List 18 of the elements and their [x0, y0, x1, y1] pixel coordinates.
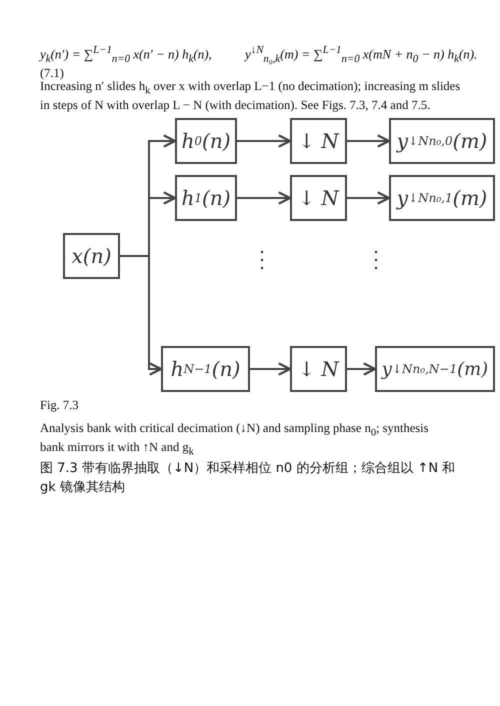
figure-label: Fig. 7.3: [40, 398, 80, 414]
equation-number: (7.1): [40, 66, 65, 82]
block-box: ↓ N: [290, 175, 347, 221]
arrow: [347, 134, 390, 148]
arrow: [120, 255, 162, 376]
caption-text: 图 7.3 带有临界抽取（↓N）和采样相位 n0 的分析组；综合组以 ↑N 和 gk 镜像其结构: [40, 460, 456, 497]
arrow: [347, 362, 376, 376]
arrow: [237, 191, 292, 205]
block-box: ↓ N: [290, 346, 347, 392]
block-box: ↓ N: [290, 118, 347, 164]
caption-text: Analysis bank with critical decimation (↓N) and sampling phase n$_{0}$; synthesis bank mirrors it with ↑N and g$_{k}$: [40, 421, 430, 458]
arrow: [250, 362, 292, 376]
formula: y$_{k}$(n′) = ∑$^{L−1}$$_{n=0}$ x(n′ − n) h$_{k}$(n),: [40, 44, 212, 66]
arrow: [237, 134, 292, 148]
formula: y$^{↓N}$$_{n₀,k}$(m) = ∑$^{L−1}$$_{n=0}$ x(mN + n$_{0}$ − n) h$_{k}$(n).: [245, 44, 478, 66]
arrow: [347, 191, 390, 205]
input-box: x(n): [63, 233, 120, 279]
paragraph: Increasing n′ slides h$_{k}$ over x with overlap L−1 (no decimation); increasing m slides in steps of N with overlap L − N (with decimation). See Figs. 7.3, 7.4 and 7.5.: [40, 79, 462, 114]
